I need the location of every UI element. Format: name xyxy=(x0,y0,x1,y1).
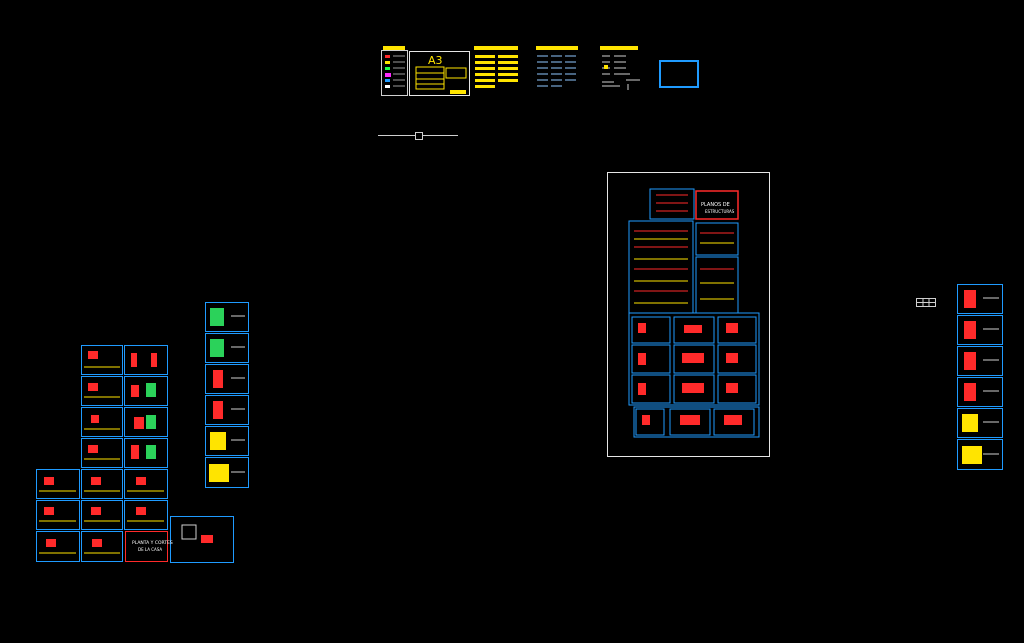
elevation-column-drawings xyxy=(205,302,249,488)
title-block-table xyxy=(415,66,467,94)
main-layout-sheet[interactable]: PLANOS DE ESTRUCTURAS xyxy=(607,172,770,457)
blank-frame[interactable] xyxy=(659,60,699,88)
table-header-bar xyxy=(600,46,638,50)
legend-swatches xyxy=(385,55,405,88)
a3-title-block[interactable]: A3 xyxy=(409,51,470,96)
table-header-bar xyxy=(536,46,578,50)
elevation-column-right-drawings xyxy=(957,284,1003,470)
symbol-rows xyxy=(602,55,640,90)
layer-table-rows xyxy=(475,55,518,88)
symbol-table[interactable] xyxy=(600,46,644,92)
layer-table-rows xyxy=(537,55,576,87)
main-layout-drawings: PLANOS DE ESTRUCTURAS xyxy=(628,188,760,438)
floorplan-cluster-drawings: PLANTA Y CORTES DE LA CASA xyxy=(36,345,234,563)
svg-text:DE LA CASA: DE LA CASA xyxy=(138,547,162,552)
svg-text:PLANOS DE: PLANOS DE xyxy=(701,202,730,208)
table-header-bar xyxy=(474,46,518,50)
svg-text:PLANTA Y CORTES: PLANTA Y CORTES xyxy=(132,540,173,546)
floorplan-cluster[interactable]: PLANTA Y CORTES DE LA CASA xyxy=(36,345,236,565)
svg-text:ESTRUCTURAS: ESTRUCTURAS xyxy=(705,209,735,214)
layer-table-2[interactable] xyxy=(536,46,580,92)
table-grid-icon[interactable] xyxy=(916,298,936,307)
ucs-marker-icon[interactable] xyxy=(415,132,423,140)
legend-header-bar xyxy=(383,46,405,50)
layer-table-1[interactable] xyxy=(474,46,520,92)
elevation-column-left[interactable] xyxy=(205,302,249,488)
elevation-column-right[interactable] xyxy=(957,284,1003,470)
sheet-size-label: A3 xyxy=(428,54,443,67)
legend-sheet[interactable] xyxy=(381,46,408,96)
